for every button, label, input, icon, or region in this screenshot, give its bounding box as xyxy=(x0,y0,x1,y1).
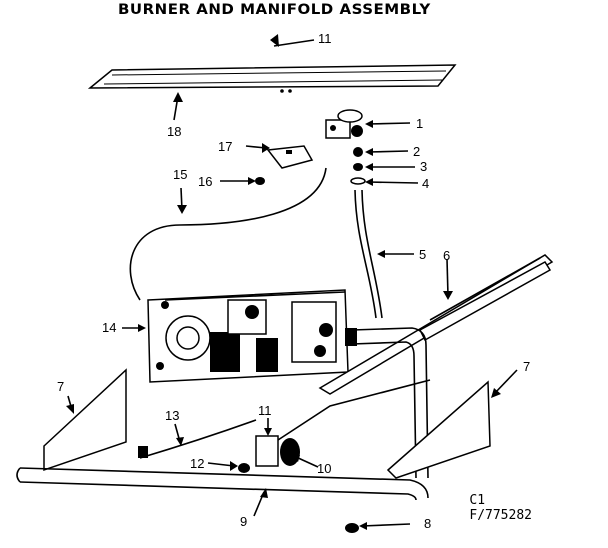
callout-12: 12 xyxy=(190,456,205,471)
diagram-title: BURNER AND MANIFOLD ASSEMBLY xyxy=(118,0,431,18)
callout-16: 16 xyxy=(198,174,213,189)
part-13-thermocouple xyxy=(138,419,257,459)
part-10-pilot xyxy=(255,379,431,468)
callout-7-right: 7 xyxy=(523,359,531,374)
callout-15: 15 xyxy=(173,167,188,182)
callout-10: 10 xyxy=(317,461,332,476)
part-14-control-body xyxy=(122,289,349,383)
part-6-burner xyxy=(318,254,554,479)
part-7-right-panel xyxy=(386,369,518,479)
callout-6: 6 xyxy=(443,248,451,263)
callout-9: 9 xyxy=(240,514,248,529)
figure-ref-line2: F/775282 xyxy=(469,508,532,523)
part-7-left-panel xyxy=(43,368,127,472)
part-15-wire xyxy=(129,167,327,301)
part-16-screw xyxy=(220,177,265,185)
callout-7-left: 7 xyxy=(57,379,65,394)
figure-reference: C1 F/775282 xyxy=(469,493,532,523)
callout-3: 3 xyxy=(420,159,428,174)
part-1-valve xyxy=(325,109,411,139)
callout-arrow-11-top xyxy=(270,34,315,47)
figure-ref-line1: C1 xyxy=(469,493,486,508)
callout-1: 1 xyxy=(416,116,424,131)
parts-2-3-4-fittings xyxy=(350,147,419,186)
part-8-screw xyxy=(345,522,411,533)
callout-18: 18 xyxy=(167,124,182,139)
part-5-tube xyxy=(354,189,414,319)
part-18-top-rail xyxy=(87,64,457,121)
part-17-bracket xyxy=(245,143,314,169)
part-9-frame xyxy=(16,467,429,517)
callout-14: 14 xyxy=(102,320,117,335)
callout-11-top: 11 xyxy=(318,31,332,46)
callout-11-mid: 11 xyxy=(258,403,272,418)
callout-17: 17 xyxy=(218,139,233,154)
callout-8: 8 xyxy=(424,516,432,531)
callout-4: 4 xyxy=(422,176,430,191)
callout-13: 13 xyxy=(165,408,180,423)
part-12-nut xyxy=(207,461,250,473)
callout-5: 5 xyxy=(419,247,427,262)
callout-2: 2 xyxy=(413,144,421,159)
